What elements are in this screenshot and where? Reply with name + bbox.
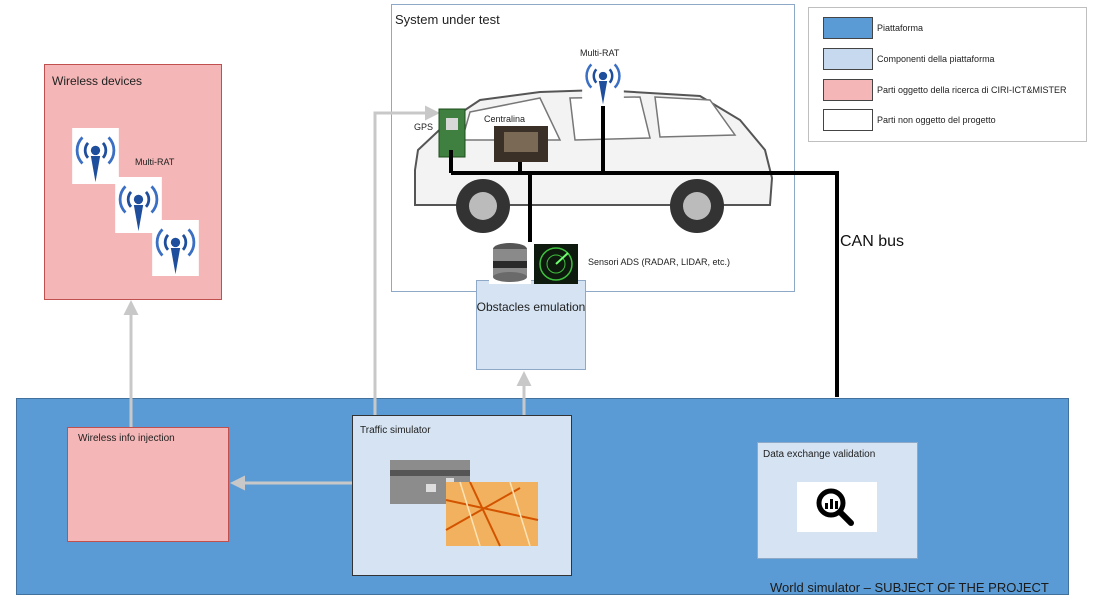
car-icon bbox=[414, 88, 774, 233]
wireless-info-injection-label: Wireless info injection bbox=[78, 433, 175, 444]
legend-swatch-components bbox=[823, 48, 873, 70]
gps-label: GPS bbox=[414, 122, 434, 132]
traffic-simulator-label: Traffic simulator bbox=[360, 425, 431, 436]
legend-swatch-platform bbox=[823, 17, 873, 39]
legend-label-out-of-scope: Parti non oggetto del progetto bbox=[877, 115, 996, 125]
multi-rat-label: Multi-RAT bbox=[580, 48, 620, 58]
wireless-devices-title: Wireless devices bbox=[52, 74, 143, 88]
analytics-magnifier-icon bbox=[797, 482, 877, 532]
world-simulator-label: World simulator – SUBJECT OF THE PROJECT bbox=[770, 580, 1049, 595]
map-icon bbox=[445, 481, 539, 547]
radar-icon bbox=[534, 244, 578, 284]
system-under-test-title: System under test bbox=[395, 12, 500, 27]
can-bus-label: CAN bus bbox=[840, 233, 905, 250]
wireless-antenna-icon bbox=[70, 128, 121, 184]
obstacles-emulation-box bbox=[476, 280, 586, 370]
legend-label-platform: Piattaforma bbox=[877, 23, 924, 33]
wireless-info-injection-box bbox=[67, 427, 229, 542]
can-bus-lines bbox=[449, 105, 839, 397]
legend-label-components: Componenti della piattaforma bbox=[877, 54, 995, 64]
legend-swatch-research bbox=[823, 79, 873, 101]
ecu-icon bbox=[494, 126, 548, 162]
sensors-label: Sensori ADS (RADAR, LIDAR, etc.) bbox=[588, 257, 731, 267]
gps-module-icon bbox=[438, 108, 466, 158]
wireless-antenna-icon bbox=[150, 220, 201, 276]
ecu-label: Centralina bbox=[484, 114, 526, 124]
data-exchange-validation-label: Data exchange validation bbox=[763, 449, 876, 460]
lidar-icon bbox=[489, 243, 531, 284]
arrow-to-gps bbox=[373, 105, 440, 415]
obstacles-emulation-label: Obstacles emulation bbox=[476, 300, 586, 314]
wireless-antenna-icon bbox=[580, 56, 626, 106]
legend-swatch-out-of-scope bbox=[823, 109, 873, 131]
legend-label-research: Parti oggetto della ricerca di CIRI-ICT&… bbox=[877, 85, 1067, 95]
legend: Piattaforma Componenti della piattaforma… bbox=[808, 7, 1087, 142]
wireless-devices-rat-label: Multi-RAT bbox=[135, 157, 175, 167]
